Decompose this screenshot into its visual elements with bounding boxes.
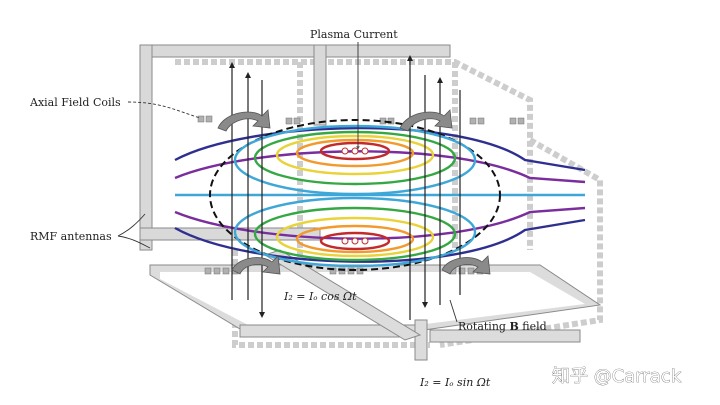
equation-cos: I₂ = Iₒ cos Ωt bbox=[283, 290, 357, 303]
callout-lines bbox=[117, 42, 458, 323]
rotating-b-field-suffix: field bbox=[519, 320, 547, 333]
watermark: 知乎 @Carrack bbox=[552, 366, 682, 387]
rotating-b-field-label: Rotating B field bbox=[458, 320, 547, 333]
curved-arrow-icon bbox=[217, 109, 491, 275]
equation-sin: I₂ = Iₒ sin Ωt bbox=[419, 376, 491, 389]
plasma-current-label: Plasma Current bbox=[310, 28, 398, 41]
bottom-frame bbox=[149, 249, 602, 361]
top-frame bbox=[139, 44, 451, 251]
rotating-b-field-bold: B bbox=[509, 320, 518, 333]
coil-row-top bbox=[197, 115, 525, 125]
field-lines bbox=[174, 119, 586, 271]
current-dots bbox=[341, 147, 369, 245]
rotating-b-field-prefix: Rotating bbox=[458, 320, 509, 333]
axial-field-coils-label: Axial Field Coils bbox=[29, 96, 121, 109]
rmf-antennas-label: RMF antennas bbox=[30, 230, 112, 243]
